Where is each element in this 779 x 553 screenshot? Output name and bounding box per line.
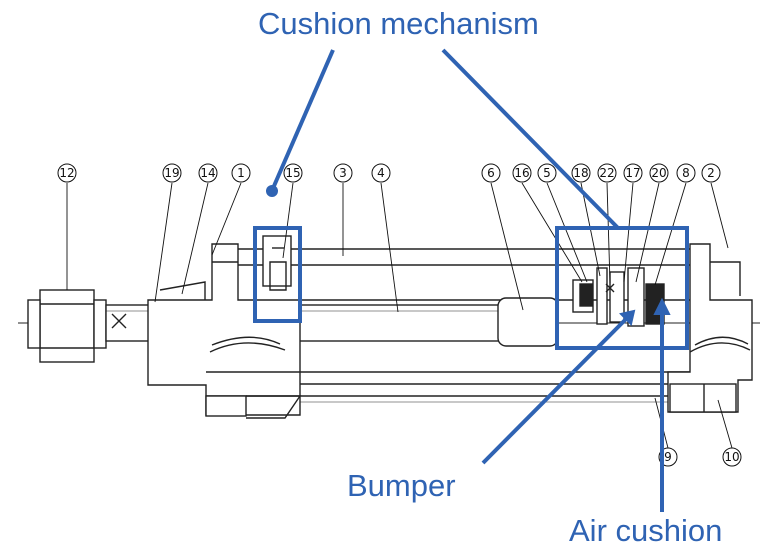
part-number-12: 12	[57, 163, 77, 183]
svg-text:2: 2	[707, 166, 715, 180]
cushion-box-left	[253, 226, 302, 323]
part-number-6: 6	[481, 163, 501, 183]
part-number-labels: 12 19 14 1 15 3 4 6 16 5 18 22 17 20 8 2…	[57, 163, 742, 467]
part-number-10: 10	[722, 447, 742, 467]
svg-text:17: 17	[625, 166, 640, 180]
annotation-overlays	[253, 48, 689, 512]
rod-nut	[27, 289, 107, 363]
svg-text:15: 15	[285, 166, 300, 180]
air-cushion-label: Air cushion	[569, 513, 723, 548]
rod-cover	[147, 243, 302, 419]
bumper-arrow-line	[481, 315, 630, 465]
svg-text:12: 12	[59, 166, 74, 180]
cushion-leader-right	[441, 48, 620, 230]
svg-text:4: 4	[377, 166, 385, 180]
head-cover	[667, 243, 753, 413]
part-number-2: 2	[701, 163, 721, 183]
svg-text:19: 19	[164, 166, 179, 180]
svg-text:9: 9	[664, 450, 672, 464]
part-number-15: 15	[283, 163, 303, 183]
part-number-14: 14	[198, 163, 218, 183]
air-cushion-arrowhead	[653, 297, 671, 315]
part-number-22: 22	[597, 163, 617, 183]
cylinder-tube	[238, 248, 690, 403]
part-number-18: 18	[571, 163, 591, 183]
svg-text:18: 18	[573, 166, 588, 180]
bumper-arrowhead	[619, 309, 636, 326]
part-number-5: 5	[537, 163, 557, 183]
svg-text:1: 1	[237, 166, 245, 180]
part-number-1: 1	[231, 163, 251, 183]
cushion-leader-dot	[266, 185, 278, 197]
bumper-label: Bumper	[347, 468, 456, 503]
svg-text:16: 16	[514, 166, 529, 180]
svg-text:5: 5	[543, 166, 551, 180]
piston-assembly	[497, 267, 665, 347]
part-number-8: 8	[676, 163, 696, 183]
cushion-box-right	[555, 226, 689, 350]
svg-text:3: 3	[339, 166, 347, 180]
part-number-3: 3	[333, 163, 353, 183]
part-number-20: 20	[649, 163, 669, 183]
cushion-mechanism-label: Cushion mechanism	[258, 6, 539, 41]
svg-text:10: 10	[724, 450, 739, 464]
svg-text:6: 6	[487, 166, 495, 180]
svg-text:8: 8	[682, 166, 690, 180]
part-leader-lines	[66, 182, 733, 449]
svg-text:14: 14	[200, 166, 215, 180]
svg-text:22: 22	[599, 166, 614, 180]
cylinder-drawing	[18, 235, 760, 419]
part-number-19: 19	[162, 163, 182, 183]
part-number-17: 17	[623, 163, 643, 183]
part-number-16: 16	[512, 163, 532, 183]
cushion-needle-left	[262, 235, 292, 291]
part-number-4: 4	[371, 163, 391, 183]
cushion-leader-left	[272, 49, 335, 187]
svg-text:20: 20	[651, 166, 666, 180]
